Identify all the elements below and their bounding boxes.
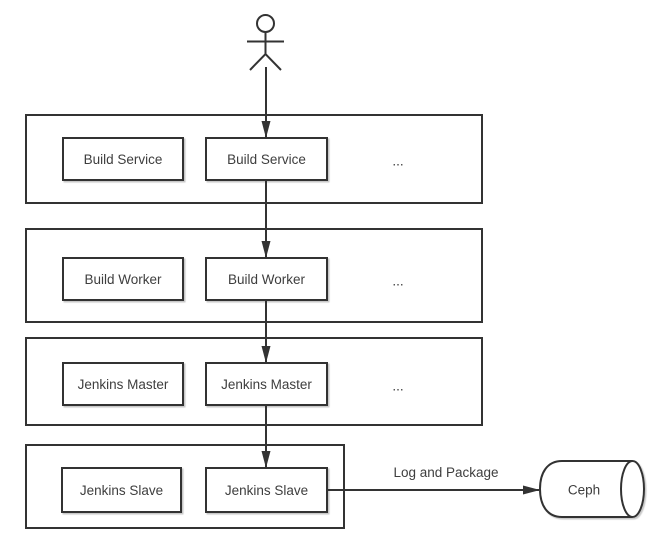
flow-label: Log and Package [393, 465, 498, 480]
actor-legs [249, 52, 282, 71]
tier-jenkins-master: Jenkins Master Jenkins Master ... [25, 337, 483, 426]
node-label: Jenkins Master [221, 377, 312, 392]
cylinder-cap [620, 460, 645, 518]
tier-build-service: Build Service Build Service ... [25, 114, 483, 204]
ellipsis-label: ... [392, 379, 403, 394]
node-box [62, 362, 184, 406]
tier-container [25, 337, 483, 426]
tier-container [25, 114, 483, 204]
actor-head [256, 14, 275, 33]
tier-jenkins-slave: Jenkins Slave Jenkins Slave [25, 444, 345, 529]
node-box [61, 467, 182, 513]
actor-icon [247, 14, 284, 71]
ceph-datastore: Ceph [538, 460, 645, 518]
ellipsis-label: ... [392, 154, 403, 169]
tier-build-worker: Build Worker Build Worker ... [25, 228, 483, 323]
node-label: Build Service [227, 152, 306, 167]
node-label: Jenkins Slave [225, 483, 308, 498]
node-label: Jenkins Slave [80, 483, 163, 498]
tier-container [25, 228, 483, 323]
connectors: Log and Package [261, 67, 540, 495]
node-label: Build Worker [84, 272, 162, 287]
node-box [62, 257, 184, 301]
node-label: Build Service [84, 152, 163, 167]
datastore-label: Ceph [568, 483, 600, 498]
cylinder-body [538, 460, 632, 518]
ellipsis-label: ... [392, 274, 403, 289]
tier-container [25, 444, 345, 529]
node-box [62, 137, 184, 181]
node-box [205, 362, 328, 406]
node-label: Build Worker [228, 272, 306, 287]
node-label: Jenkins Master [78, 377, 169, 392]
